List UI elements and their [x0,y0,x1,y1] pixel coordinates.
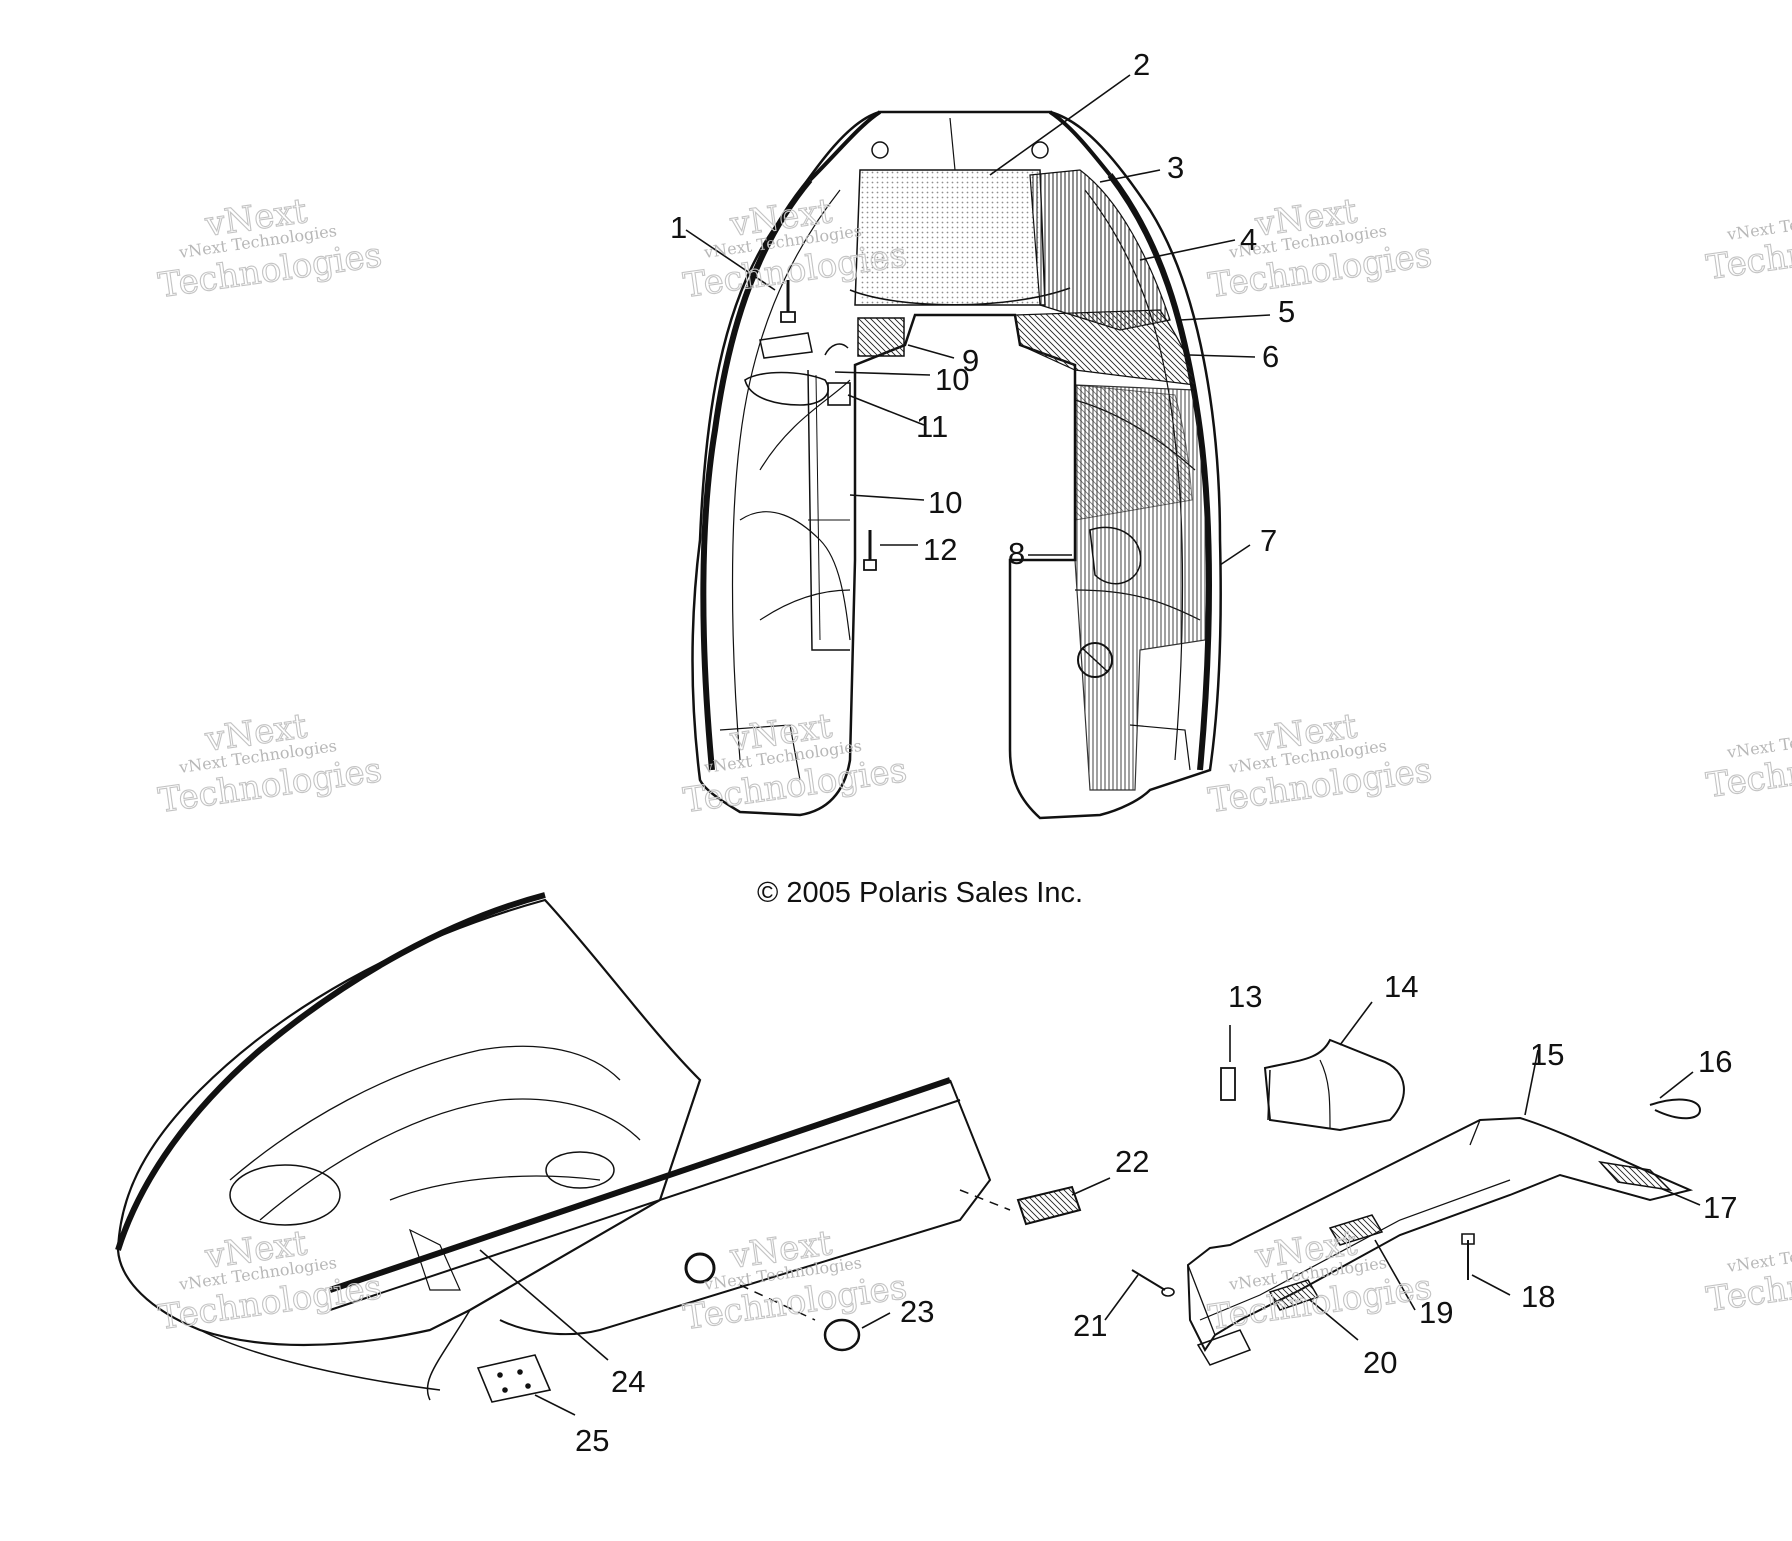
callout-9: 9 [962,343,979,378]
parts-right-group [1131,1038,1702,1366]
callout-21: 21 [1073,1308,1107,1343]
callout-22: 22 [1115,1144,1149,1179]
callout-24: 24 [611,1364,645,1399]
callout-5: 5 [1278,294,1295,329]
callout-23: 23 [900,1294,934,1329]
callout-19: 19 [1419,1295,1453,1330]
copyright-notice: © 2005 Polaris Sales Inc. [757,877,1083,909]
callout-2: 2 [1133,47,1150,82]
callout-10a: 10 [935,362,969,397]
callout-18: 18 [1521,1279,1555,1314]
hood-underside-view [691,110,1222,820]
callout-4: 4 [1240,222,1257,257]
callout-6: 6 [1262,339,1279,374]
callout-3: 3 [1167,150,1184,185]
callout-16: 16 [1698,1044,1732,1079]
callout-11: 11 [916,409,948,444]
callout-1: 1 [670,210,687,245]
callout-13: 13 [1228,979,1262,1014]
callout-20: 20 [1363,1345,1397,1380]
callout-8: 8 [1008,536,1025,571]
hood-isometric-view [115,892,1082,1403]
callout-17: 17 [1703,1190,1737,1225]
callout-25: 25 [575,1423,609,1458]
callout-7: 7 [1260,523,1277,558]
callout-14: 14 [1384,969,1418,1004]
callout-10b: 10 [928,485,962,520]
callout-labels: 1 2 3 4 5 6 7 8 9 10 10 11 12 13 14 15 1… [575,47,1737,1458]
leader-lines [479,74,1701,1416]
callout-12: 12 [923,532,957,567]
callout-15: 15 [1530,1037,1564,1072]
